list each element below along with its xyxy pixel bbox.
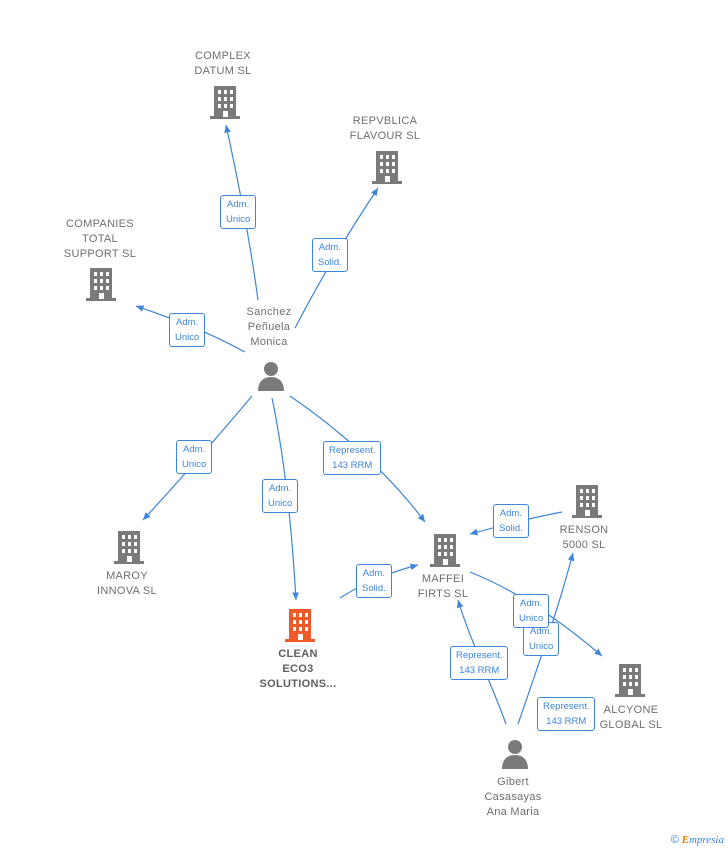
edge-label-adm-unico[interactable]: Adm.Unico [169,313,206,347]
person-icon[interactable] [256,360,286,392]
edge-label-adm-unico[interactable]: Adm.Unico [513,594,550,628]
building-icon[interactable] [283,607,317,643]
person-icon[interactable] [500,738,530,770]
edge-label-adm-unico[interactable]: Adm.Unico [176,440,213,474]
building-icon[interactable] [84,266,118,302]
edge-label-represent-143-rrm[interactable]: Represent.143 RRM [537,697,596,731]
edge-label-adm-unico[interactable]: Adm.Unico [220,195,257,229]
edge-label-adm-solid[interactable]: Adm.Solid. [493,504,529,538]
edge-label-represent-143-rrm[interactable]: Represent.143 RRM [450,646,509,680]
building-icon[interactable] [112,529,146,565]
building-icon[interactable] [570,483,604,519]
empresia-logo[interactable]: © Empresia [670,834,724,846]
edge-label-represent-143-rrm[interactable]: Represent.143 RRM [323,441,382,475]
building-icon[interactable] [613,662,647,698]
building-icon[interactable] [370,149,404,185]
edge-label-adm-solid[interactable]: Adm.Solid. [312,238,348,272]
edge-label-adm-solid[interactable]: Adm.Solid. [356,564,392,598]
building-icon[interactable] [208,84,242,120]
edge-label-adm-unico[interactable]: Adm.Unico [262,479,299,513]
building-icon[interactable] [428,532,462,568]
